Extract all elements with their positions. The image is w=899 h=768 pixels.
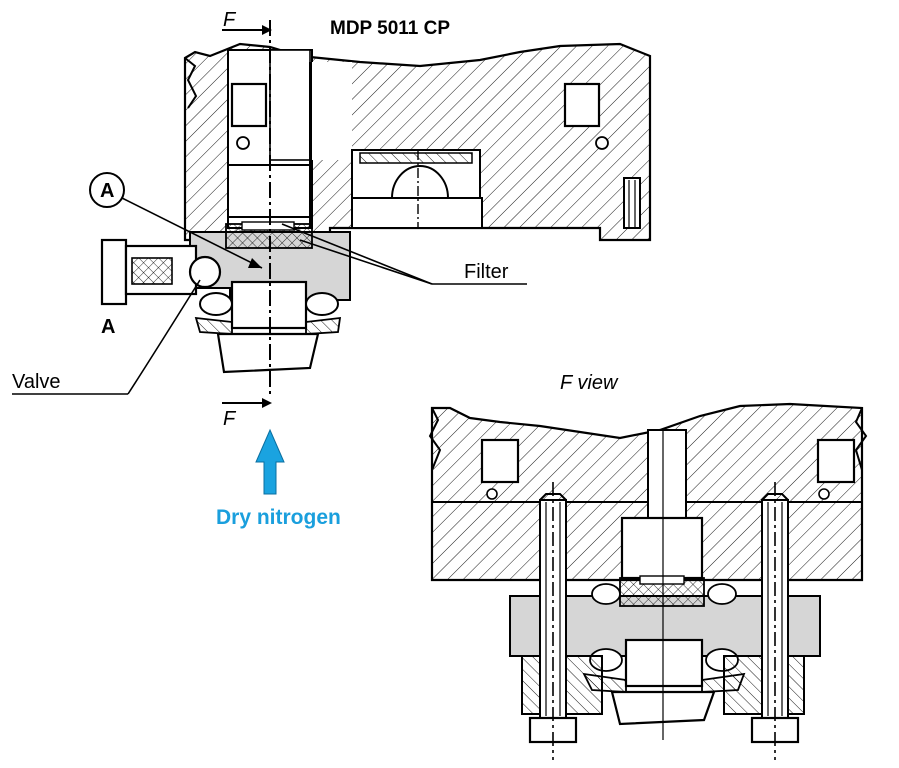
gas-label: Dry nitrogen [216, 506, 341, 529]
section-marker-top: F [222, 9, 272, 35]
view-title: F view [560, 372, 619, 394]
detail-callout-letter: A [100, 180, 114, 202]
section-view-main [102, 20, 650, 395]
section-marker-top-label: F [223, 9, 237, 31]
section-view-f [430, 404, 866, 760]
drawing-title: MDP 5011 CP [330, 18, 450, 39]
filter-label: Filter [464, 261, 509, 283]
section-marker-bottom-label: F [223, 408, 237, 430]
gas-inlet-arrow [256, 430, 284, 494]
detail-label-a: A [101, 316, 115, 338]
valve-label: Valve [12, 371, 61, 393]
section-marker-bottom: F [222, 398, 272, 430]
